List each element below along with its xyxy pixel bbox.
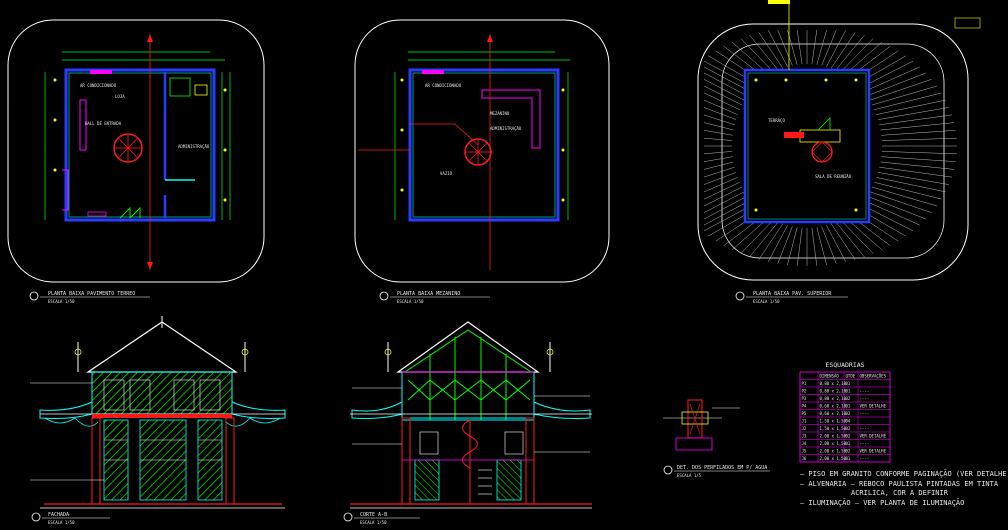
schedule-table-frame xyxy=(799,371,891,463)
schedule-cell: 0,60 x 2,10 xyxy=(820,404,847,409)
scale-facade: ESCALA 1/50 xyxy=(48,520,75,525)
schedule-cell: 2,00 x 1,50 xyxy=(820,441,847,446)
schedule-cell: P1 xyxy=(802,381,807,386)
schedule-cell: VER DETALHE xyxy=(860,449,887,454)
schedule-header-cell: OBSERVAÇÕES xyxy=(860,374,887,379)
schedule-cell: 0,80 x 2,10 xyxy=(820,381,847,386)
schedule-cell: ---- xyxy=(860,441,870,446)
schedule-cell: 1,50 x 1,50 xyxy=(820,419,847,424)
schedule-cell: 2,00 x 1,50 xyxy=(820,449,847,454)
schedule-cell: J4 xyxy=(802,441,807,446)
section-ab xyxy=(350,321,592,509)
general-notes: – PISO EM GRANITO CONFORME PAGINAÇÃO (VE… xyxy=(800,469,1008,507)
schedule-cell: 02 xyxy=(846,411,851,416)
schedule-title: ESQUADRIAS xyxy=(825,361,864,369)
plan-upper-floor: TERRAÇO SALA DE REUNIÃO xyxy=(697,0,981,281)
schedule-cell: ---- xyxy=(860,411,870,416)
scale-plan-ground: ESCALA 1/50 xyxy=(48,299,75,304)
svg-text:ADMINISTRAÇÃO: ADMINISTRAÇÃO xyxy=(490,126,522,131)
title-plan-ground: PLANTA BAIXA PAVIMENTO TERREO xyxy=(48,291,135,297)
schedule-cell: 2,00 x 1,50 xyxy=(820,456,847,461)
title-facade: FACHADA xyxy=(48,512,69,518)
schedule-cell: 0,80 x 2,10 xyxy=(820,389,847,394)
detail-profile xyxy=(663,399,740,451)
svg-text:ADMINISTRAÇÃO: ADMINISTRAÇÃO xyxy=(178,144,210,149)
svg-text:VAZIO: VAZIO xyxy=(440,171,453,176)
schedule-cell: 02 xyxy=(846,449,851,454)
svg-text:MEZANINO: MEZANINO xyxy=(490,111,510,116)
svg-text:SALA DE REUNIÃO: SALA DE REUNIÃO xyxy=(815,174,852,179)
schedule-cell: 01 xyxy=(846,456,851,461)
schedule-header-cell: QTDE xyxy=(846,374,856,379)
svg-text:LOJA: LOJA xyxy=(115,94,125,99)
svg-text:AR CONDICIONADO: AR CONDICIONADO xyxy=(425,83,462,88)
schedule-cell: 04 xyxy=(846,419,851,424)
schedule-cell: P5 xyxy=(802,411,807,416)
schedule-cell: J2 xyxy=(802,426,807,431)
schedule-cell: 0,60 x 2,10 xyxy=(820,411,847,416)
schedule-cell: VER DETALHE xyxy=(860,434,887,439)
schedule-cell: 02 xyxy=(846,434,851,439)
svg-text:AR CONDICIONADO: AR CONDICIONADO xyxy=(80,83,117,88)
schedule-cell: ---- xyxy=(860,456,870,461)
schedule-cell: ---- xyxy=(860,389,870,394)
note-1: – PISO EM GRANITO CONFORME PAGINAÇÃO (VE… xyxy=(800,469,1008,478)
scale-detail: ESCALA 1/5 xyxy=(677,473,702,478)
schedule-cell: J3 xyxy=(802,434,807,439)
schedule-cell: ---- xyxy=(860,396,870,401)
plan-ground-floor: LOJA HALL DE ENTRADA ADMINISTRAÇÃO AR CO… xyxy=(7,19,265,283)
schedule-cell: 0,80 x 2,10 xyxy=(820,396,847,401)
title-detail: DET. DOS PERFILADOS EM P/ AGUA xyxy=(677,465,767,471)
note-3: ACRILICA, COR A DEFINIR xyxy=(851,489,949,497)
note-4: – ILUMINAÇÃO – VER PLANTA DE ILUMINAÇÃO xyxy=(800,498,964,507)
scale-plan-upper: ESCALA 1/50 xyxy=(753,299,780,304)
schedule-cell: ---- xyxy=(860,426,870,431)
scale-plan-mezzanine: ESCALA 1/50 xyxy=(397,299,424,304)
schedule-cell: 01 xyxy=(846,389,851,394)
view-titles: PLANTA BAIXA PAVIMENTO TERREO ESCALA 1/5… xyxy=(29,291,848,525)
schedule-cell: 1,50 x 1,50 xyxy=(820,426,847,431)
facade-elevation xyxy=(30,316,286,509)
schedule-cell: 01 xyxy=(846,404,851,409)
schedule-cell: J1 xyxy=(802,419,807,424)
svg-text:HALL DE ENTRADA: HALL DE ENTRADA xyxy=(85,121,122,126)
title-section: CORTE A-B xyxy=(360,512,387,518)
title-plan-upper: PLANTA BAIXA PAV. SUPERIOR xyxy=(753,291,832,297)
schedule-cell: 02 xyxy=(846,426,851,431)
schedule-cell: VER DETALHE xyxy=(860,404,887,409)
schedule-cell: 01 xyxy=(846,381,851,386)
plan-mezzanine: AR CONDICIONADO MEZANINO ADMINISTRAÇÃO V… xyxy=(354,19,610,283)
schedule-cell: J6 xyxy=(802,456,807,461)
schedule-cell: 01 xyxy=(846,441,851,446)
svg-text:TERRAÇO: TERRAÇO xyxy=(768,118,785,123)
schedule-cell: P3 xyxy=(802,396,807,401)
title-plan-mezzanine: PLANTA BAIXA MEZANINO xyxy=(397,291,460,297)
schedule-cell: P2 xyxy=(802,389,807,394)
note-2: – ALVENARIA – REBOCO PAULISTA PINTADAS E… xyxy=(800,480,999,488)
schedule-header-cell: DIMENSÃO xyxy=(820,374,840,379)
scale-section: ESCALA 1/50 xyxy=(360,520,387,525)
schedule-cell: 2,00 x 1,50 xyxy=(820,434,847,439)
schedule-cell: J5 xyxy=(802,449,807,454)
schedule-cell: P4 xyxy=(802,404,807,409)
schedule-cell: 02 xyxy=(846,396,851,401)
schedule-table: ESQUADRIAS DIMENSÃO QTDE OBSERVAÇÕES P1 0,80… xyxy=(802,361,887,461)
